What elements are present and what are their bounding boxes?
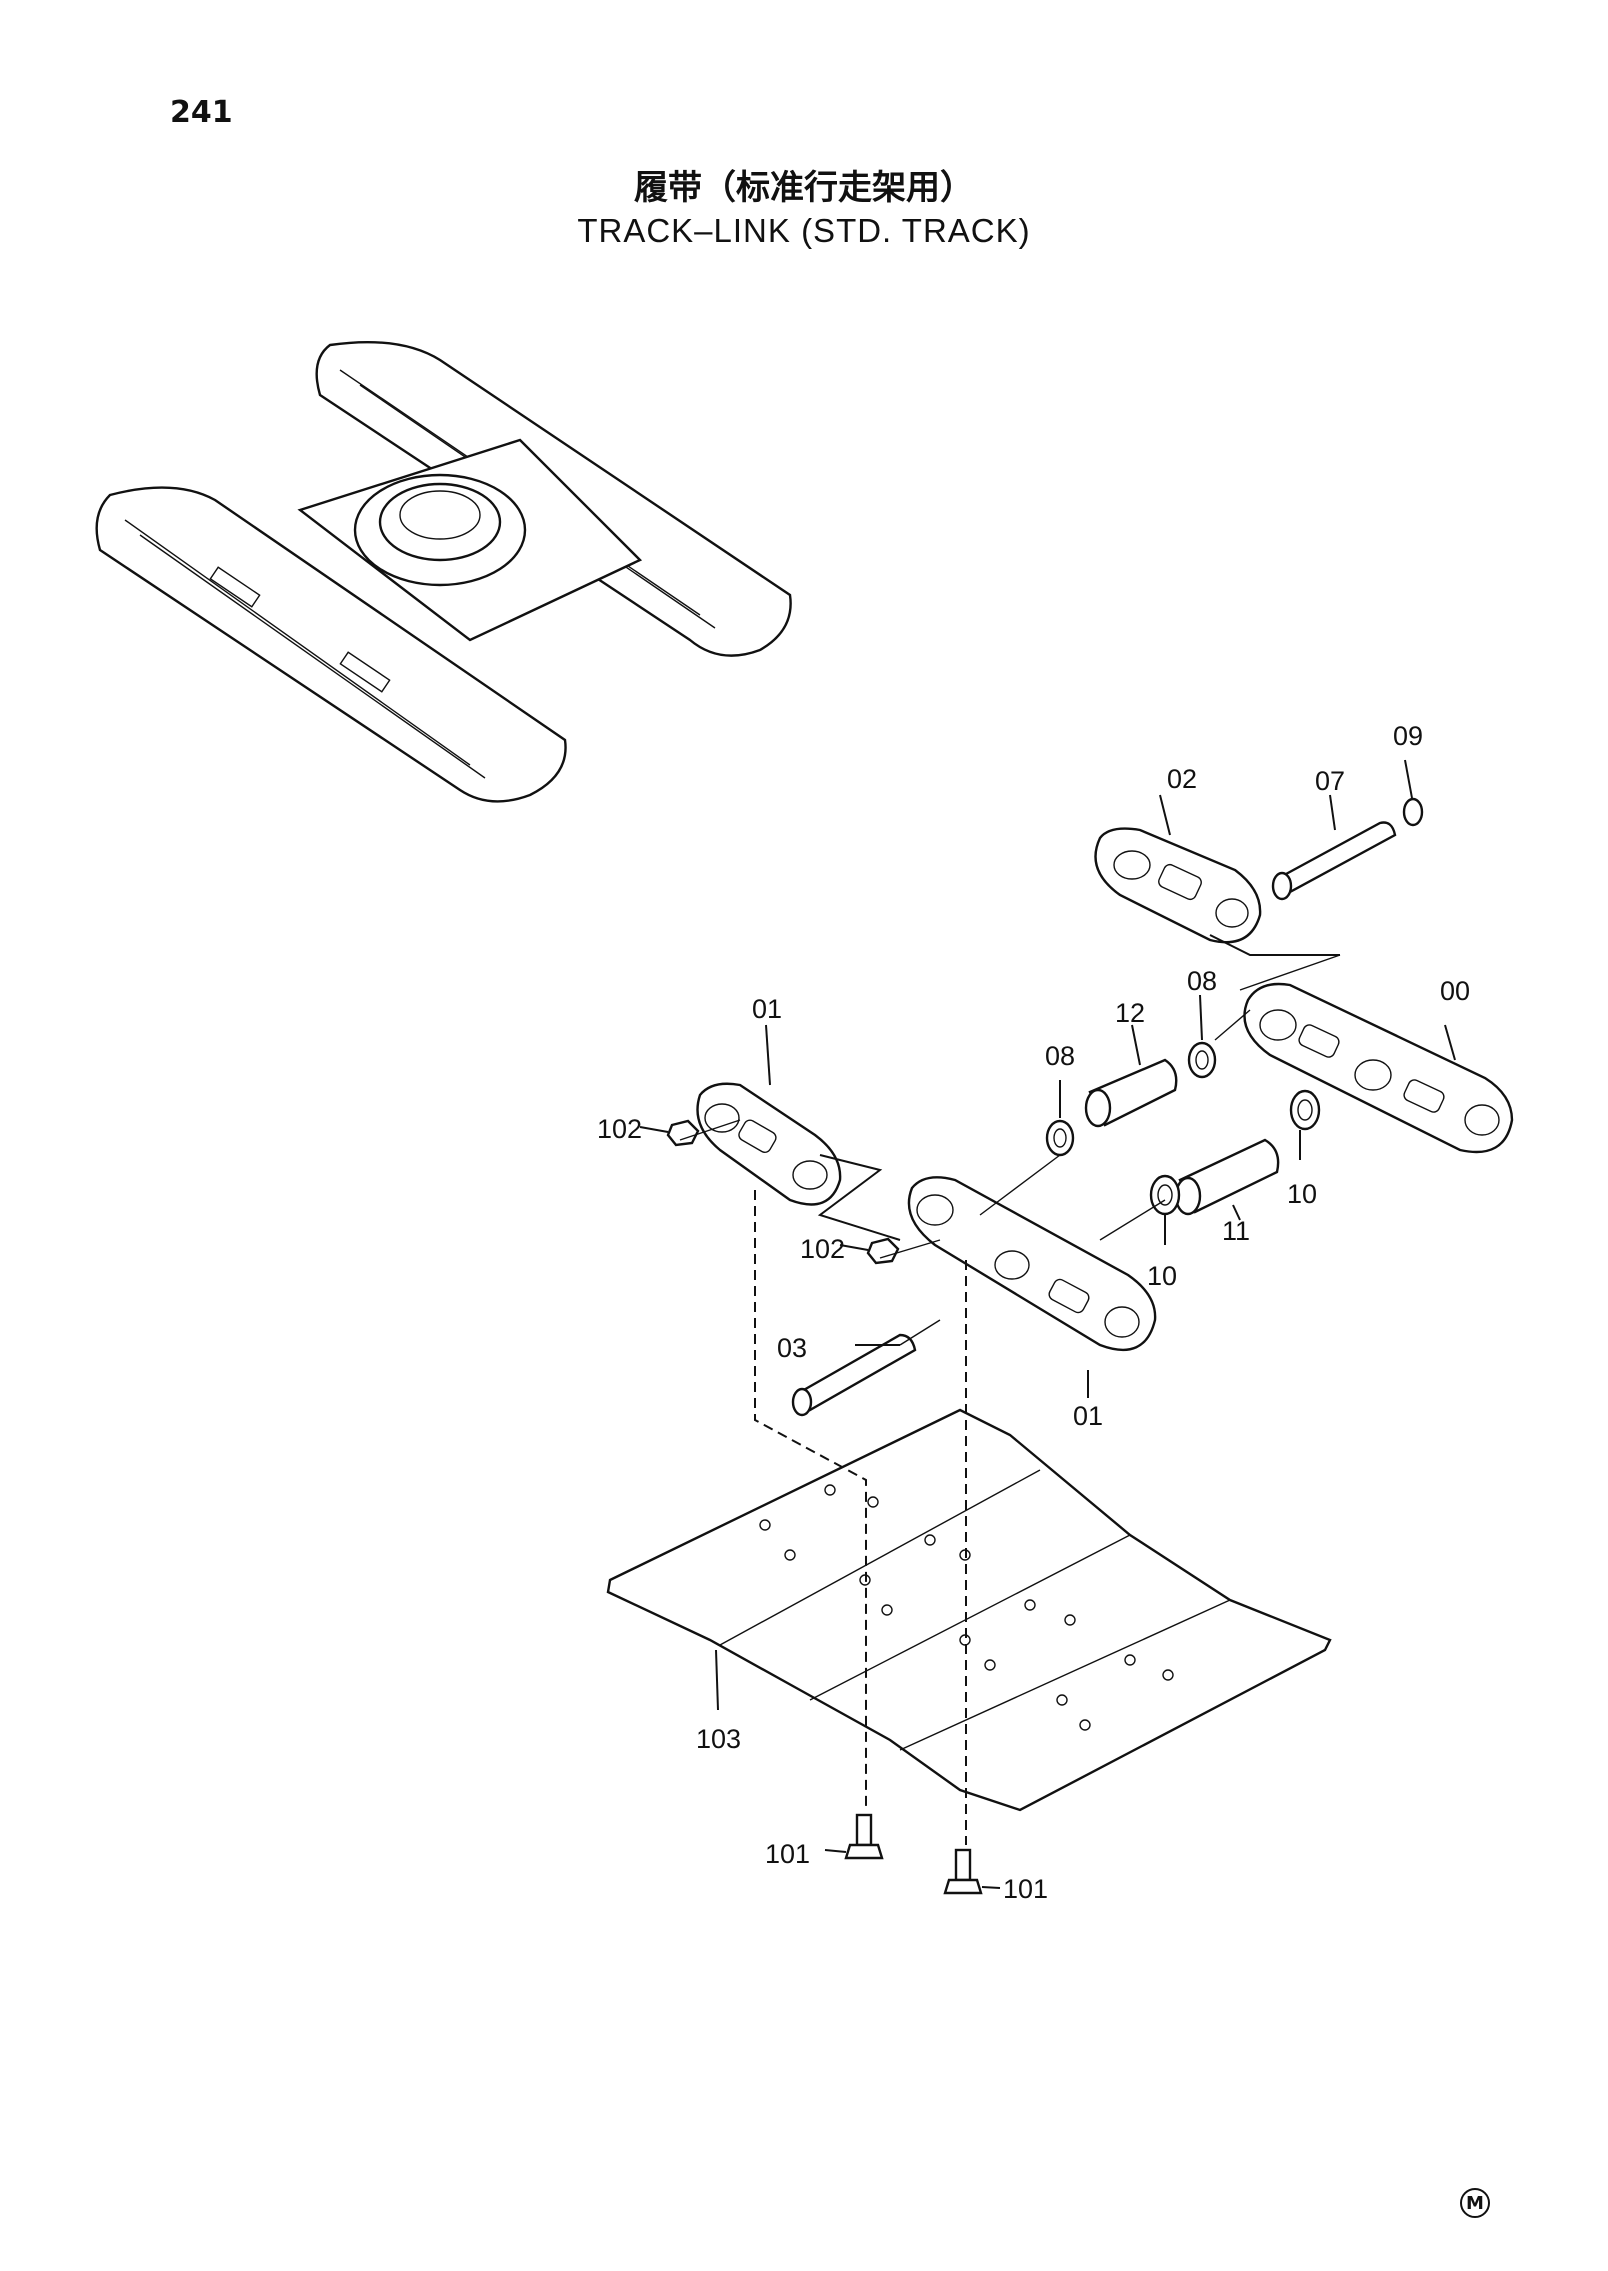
callout-101-a: 101 — [765, 1839, 810, 1869]
callout-102-b: 102 — [800, 1234, 845, 1264]
seal-10-b — [1289, 1089, 1321, 1131]
track-link-02 — [1094, 827, 1262, 944]
callout-07: 07 — [1315, 766, 1345, 796]
title-english: TRACK–LINK (STD. TRACK) — [577, 212, 1031, 249]
page-number: 241 — [170, 95, 233, 130]
nut-102-b — [866, 1237, 900, 1265]
leader-lines — [639, 759, 1456, 1889]
bolt-101-a — [844, 1813, 884, 1860]
seal-10-a — [1149, 1174, 1181, 1216]
nut-102-a — [666, 1119, 700, 1147]
assembly-dashed-lines — [754, 1190, 967, 1845]
seal-08-b — [1187, 1041, 1217, 1079]
callout-101-b: 101 — [1003, 1874, 1048, 1904]
callout-12: 12 — [1115, 998, 1145, 1028]
track-link-01-b — [907, 1176, 1157, 1351]
callout-08-a: 08 — [1045, 1041, 1075, 1071]
callout-01-b: 01 — [1073, 1401, 1103, 1431]
seal-08-a — [1045, 1119, 1075, 1157]
undercarriage-overview — [95, 340, 792, 803]
circled-m-mark: M — [1460, 2188, 1490, 2218]
callout-02: 02 — [1167, 764, 1197, 794]
track-link-00 — [1243, 982, 1514, 1154]
bolt-101-b — [943, 1848, 983, 1895]
bushing-11 — [1174, 1138, 1280, 1216]
callout-01-a: 01 — [752, 994, 782, 1024]
callout-11: 11 — [1222, 1216, 1250, 1246]
title-chinese: 履带（标准行走架用） — [634, 168, 974, 208]
center-frame — [297, 438, 643, 642]
pin-03 — [791, 1333, 917, 1417]
front-track-frame — [95, 486, 567, 803]
snap-ring-09 — [1402, 797, 1424, 827]
callout-labels: 02 07 09 08 00 12 08 01 102 10 11 102 10… — [597, 721, 1470, 1904]
callout-10-b: 10 — [1287, 1179, 1317, 1209]
callout-103: 103 — [696, 1724, 741, 1754]
bushing-12 — [1084, 1058, 1178, 1128]
callout-102-a: 102 — [597, 1114, 642, 1144]
track-link-01-a — [696, 1082, 842, 1206]
callout-03: 03 — [777, 1333, 807, 1363]
track-shoes-103 — [606, 1408, 1332, 1812]
pin-07 — [1271, 821, 1397, 901]
callout-08-b: 08 — [1187, 966, 1217, 996]
callout-09: 09 — [1393, 721, 1423, 751]
callout-00: 00 — [1440, 976, 1470, 1006]
callout-10-a: 10 — [1147, 1261, 1177, 1291]
